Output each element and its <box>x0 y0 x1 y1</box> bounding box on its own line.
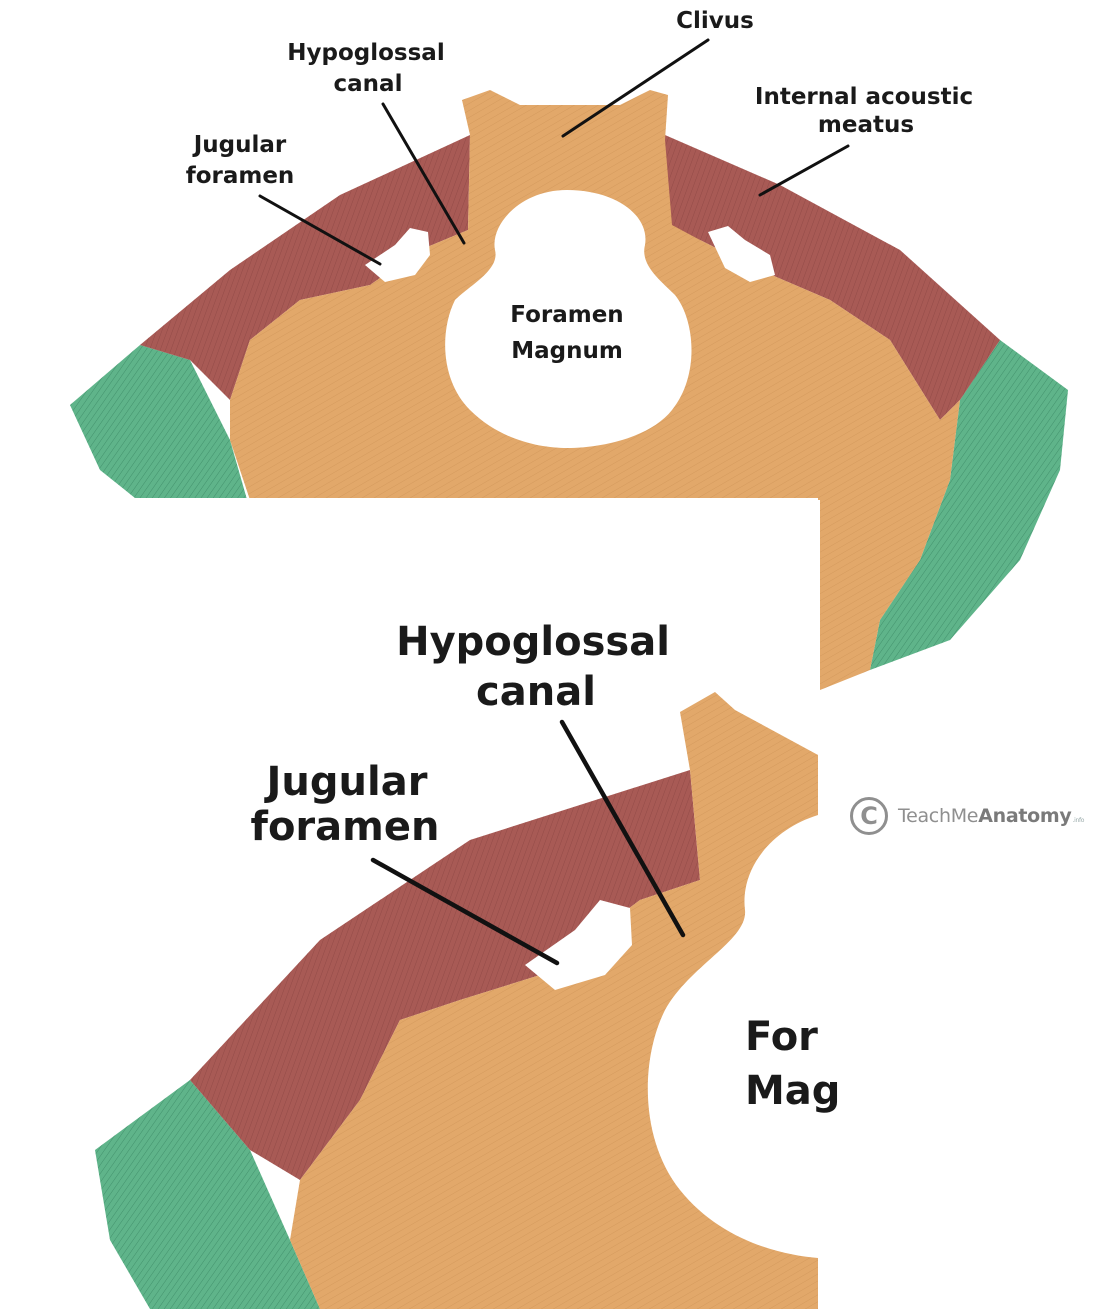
label-hypoglossal-canal-1: Hypoglossal <box>287 40 444 66</box>
logo-text: TeachMeAnatomy.info <box>898 805 1084 827</box>
zoom-label-hypoglossal-canal-1: Hypoglossal <box>396 619 670 665</box>
label-foramen-magnum-1: Foramen <box>510 302 623 328</box>
teachmeanatomy-logo: C TeachMeAnatomy.info <box>850 794 1112 838</box>
label-jugular-foramen-2: foramen <box>186 163 295 189</box>
zoom-label-jugular-foramen-1: Jugular <box>264 759 428 805</box>
zoom-label-foramen-magnum-2: Mag <box>745 1068 840 1114</box>
logo-text-small: .info <box>1072 817 1084 824</box>
leader-internal-acoustic-meatus <box>760 146 848 195</box>
label-jugular-foramen-1: Jugular <box>192 132 287 158</box>
zoom-label-hypoglossal-canal-2: canal <box>476 669 596 715</box>
zoom-panel: Hypoglossal canal Jugular foramen For Ma… <box>0 498 840 1309</box>
label-clivus: Clivus <box>676 8 754 34</box>
zoom-label-foramen-magnum-1: For <box>745 1014 818 1060</box>
logo-text-bold: Anatomy <box>978 805 1071 827</box>
label-internal-acoustic-meatus-2: meatus <box>818 112 914 138</box>
copyright-icon: C <box>850 797 888 835</box>
label-internal-acoustic-meatus-1: Internal acoustic <box>755 84 973 110</box>
label-hypoglossal-canal-2: canal <box>334 71 403 97</box>
logo-text-regular: TeachMe <box>898 805 978 827</box>
zoom-label-jugular-foramen-2: foramen <box>251 804 440 850</box>
label-foramen-magnum-2: Magnum <box>511 338 623 364</box>
